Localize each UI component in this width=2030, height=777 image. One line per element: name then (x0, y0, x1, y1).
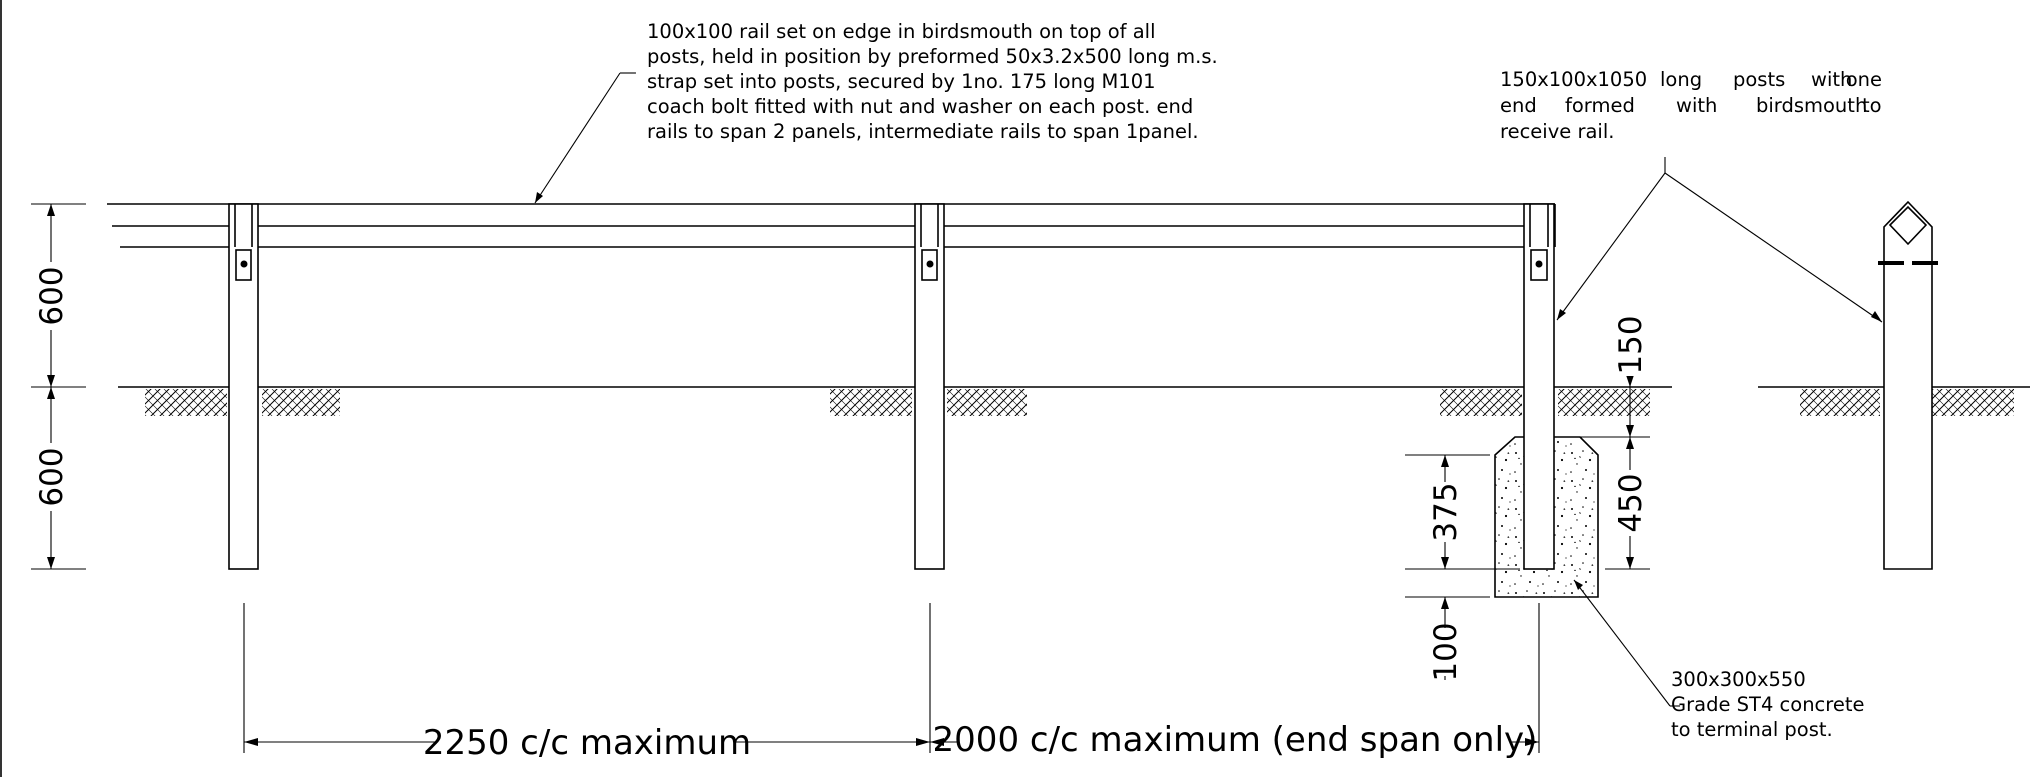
bolt-icon (240, 260, 248, 268)
concrete-note: 300x300x550 Grade ST4 concrete to termin… (1671, 668, 1865, 741)
height-dimension: 600 600 (31, 203, 86, 570)
dim-above-ground: 600 (34, 266, 70, 325)
posts-note-line: receive rail. (1500, 120, 1614, 143)
posts-note-word: with (1811, 68, 1852, 91)
concrete-note-line: Grade ST4 concrete (1671, 693, 1865, 716)
concrete-note-line: to terminal post. (1671, 718, 1833, 741)
bolt-icon (926, 260, 934, 268)
rail-note-line: strap set into posts, secured by 1no. 17… (647, 70, 1156, 93)
concrete-note-leader (1573, 579, 1680, 707)
posts-note-word: birdsmouth (1756, 94, 1867, 117)
top-rail (107, 203, 1556, 248)
posts-note-word: 150x100x1050 (1500, 68, 1647, 91)
posts-note-word: one (1846, 68, 1882, 91)
posts-note-word: with (1676, 94, 1717, 117)
footing-dimension-left: 375 100 (1405, 454, 1520, 682)
posts-note-word: end (1500, 94, 1537, 117)
rail-note-line: posts, held in position by preformed 50x… (647, 45, 1218, 68)
dim-below-ground: 600 (34, 447, 70, 506)
post-section (1878, 200, 1938, 570)
rail-note-line: coach bolt fitted with nut and washer on… (647, 95, 1193, 118)
posts-note: 150x100x1050 long posts with one end for… (1500, 68, 1882, 143)
span-dimension: 2250 c/c maximum 2000 c/c maximum (end s… (243, 603, 1540, 763)
post-1 (228, 203, 259, 570)
ground-hatching (145, 389, 2014, 416)
dim-span-end: 2000 c/c maximum (end span only) (933, 720, 1538, 760)
dim-post-above-footing: 150 (1613, 315, 1649, 374)
posts-note-word: to (1862, 94, 1882, 117)
post-2 (914, 203, 945, 570)
rail-note: 100x100 rail set on edge in birdsmouth o… (647, 20, 1218, 143)
posts-note-leader (1556, 157, 1883, 323)
footing-dimension-right: 150 450 (1580, 315, 1650, 570)
dim-footing-embed: 450 (1613, 473, 1649, 532)
posts-note-word: formed (1565, 94, 1635, 117)
posts-note-word: posts (1733, 68, 1785, 91)
rail-note-line: 100x100 rail set on edge in birdsmouth o… (647, 20, 1156, 43)
bolt-icon (1535, 260, 1543, 268)
dim-footing-depth: 375 (1428, 482, 1464, 541)
rail-note-line: rails to span 2 panels, intermediate rai… (647, 120, 1199, 143)
posts-note-word: long (1660, 68, 1702, 91)
concrete-note-line: 300x300x550 (1671, 668, 1806, 691)
post-terminal (1523, 203, 1555, 570)
dim-span-intermediate: 2250 c/c maximum (423, 723, 751, 763)
rail-note-leader (534, 72, 636, 204)
dim-footing-base: 100 (1428, 622, 1464, 681)
